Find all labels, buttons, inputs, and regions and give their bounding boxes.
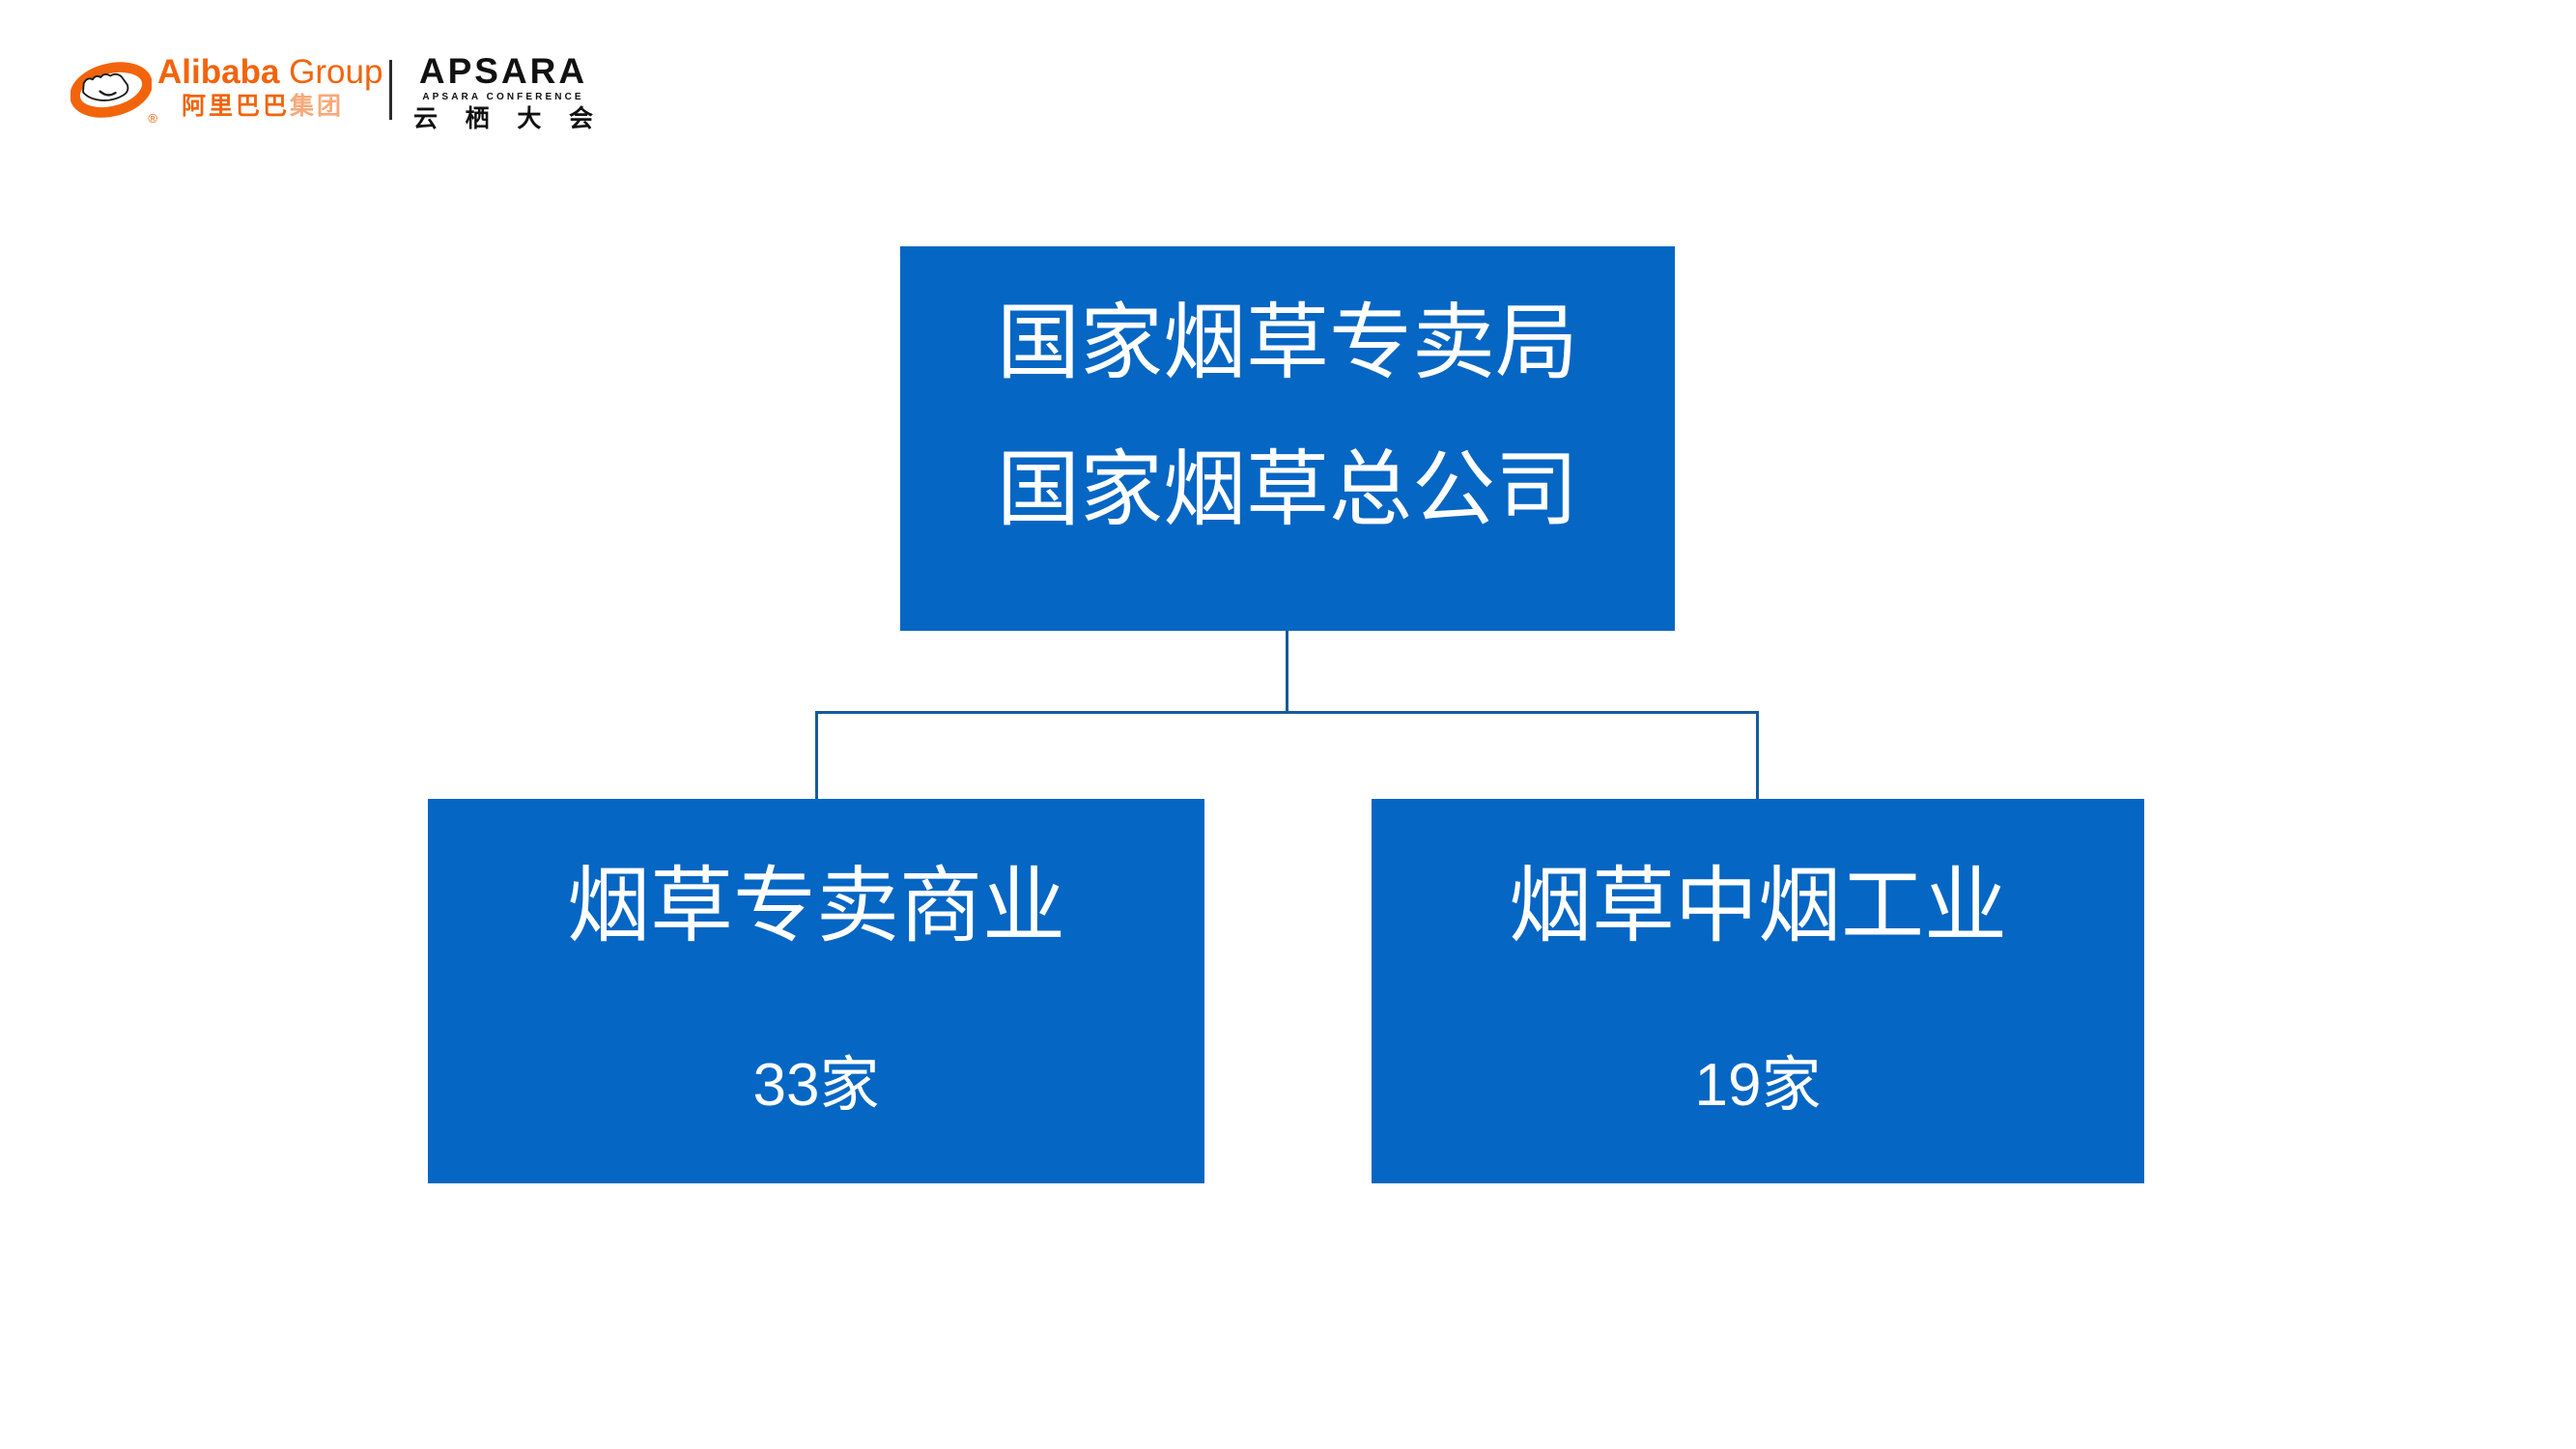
apsara-logo: APSARA APSARA CONFERENCE 云栖大会 (411, 51, 595, 132)
alibaba-wordmark-cn: 阿里巴巴集团 (157, 93, 368, 120)
alibaba-name-bold: Alibaba (157, 53, 280, 91)
org-node-root: 国家烟草专卖局 国家烟草总公司 (900, 246, 1675, 631)
connector-cross-bar (815, 711, 1759, 714)
org-node-industrial: 烟草中烟工业 19家 (1372, 799, 2144, 1183)
alibaba-cn-light: 集团 (290, 93, 345, 120)
alibaba-smiley-face-icon (70, 62, 153, 118)
alibaba-wordmark-en: Alibaba Group (157, 53, 382, 91)
alibaba-name-light: Group (289, 53, 383, 91)
connector-root-stem (1286, 631, 1288, 713)
root-node-line1: 国家烟草专卖局 (997, 297, 1578, 389)
connector-right-drop (1756, 711, 1759, 799)
org-node-commercial: 烟草专卖商业 33家 (428, 799, 1204, 1183)
industrial-node-count: 19家 (1694, 1052, 1822, 1119)
alibaba-logo: ® (70, 58, 157, 126)
logo-divider (389, 60, 392, 120)
registered-trademark-mark: ® (148, 111, 157, 126)
alibaba-cn-bold: 阿里巴巴 (181, 93, 290, 120)
commercial-node-count: 33家 (752, 1052, 880, 1119)
brand-bar: ® Alibaba Group 阿里巴巴集团 APSARA APSARA CON… (70, 51, 595, 132)
apsara-cn-name: 云栖大会 (413, 105, 593, 132)
industrial-node-title: 烟草中烟工业 (1509, 860, 2007, 952)
root-node-line2: 国家烟草总公司 (997, 443, 1578, 536)
apsara-conference-subtitle: APSARA CONFERENCE (422, 92, 584, 102)
commercial-node-title: 烟草专卖商业 (567, 860, 1065, 952)
apsara-wordmark: APSARA (418, 51, 588, 91)
alibaba-wordmark-block: Alibaba Group 阿里巴巴集团 (157, 53, 382, 121)
connector-left-drop (815, 711, 818, 799)
